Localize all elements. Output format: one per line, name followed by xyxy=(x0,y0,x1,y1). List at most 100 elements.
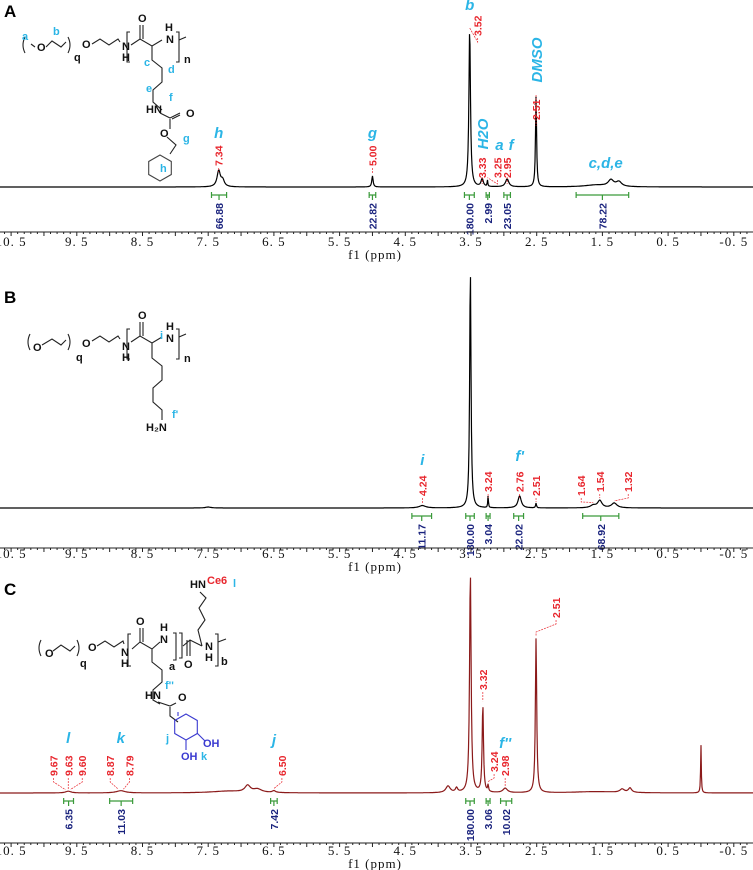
structure-label: O xyxy=(82,39,91,51)
structure-label: N xyxy=(160,634,168,646)
x-tick-label: 4. 5 xyxy=(394,546,418,561)
peak-label: 9.63 xyxy=(63,755,75,776)
structure-label: a xyxy=(22,31,29,43)
integral-bar xyxy=(210,192,228,200)
benzene-ring xyxy=(148,154,172,182)
integral-value: 180.00 xyxy=(464,203,476,235)
x-tick-label: -0. 5 xyxy=(719,843,748,858)
structure-label: O xyxy=(45,648,54,660)
structure-label: OH xyxy=(203,738,220,750)
catechol-bonds xyxy=(177,712,206,750)
integral-value: 11.17 xyxy=(417,524,429,550)
integral-bar xyxy=(368,192,377,200)
peak-label-leader xyxy=(123,778,130,790)
x-tick-label: -0. 5 xyxy=(719,234,748,249)
x-tick-label: 7. 5 xyxy=(196,234,220,249)
integral-bar xyxy=(503,192,512,200)
structure-label: HN xyxy=(145,690,161,702)
structure-label: H xyxy=(205,652,213,664)
spectrum-line xyxy=(0,277,753,509)
structure-label: n xyxy=(184,353,191,365)
peak-assignment-label: j xyxy=(270,732,277,749)
integral-bar xyxy=(109,798,134,806)
structure-label: b xyxy=(221,656,228,668)
peak-label: 1.54 xyxy=(595,471,607,492)
structure-label: O xyxy=(160,128,169,140)
peak-label: 3.24 xyxy=(483,471,495,492)
x-tick-label: 2. 5 xyxy=(525,546,549,561)
structure-label: O xyxy=(138,310,147,322)
x-tick-label: 6. 5 xyxy=(262,546,286,561)
peak-assignment-label: f' xyxy=(515,448,524,465)
peak-label: 3.33 xyxy=(477,157,489,178)
structure-label: H xyxy=(166,321,174,333)
x-axis: 10. 59. 58. 57. 56. 55. 54. 53. 52. 51. … xyxy=(0,231,753,262)
x-axis-title: f1 (ppm) xyxy=(348,559,402,574)
peak-label-leader xyxy=(273,778,283,789)
peak-assignment-label: H2O xyxy=(475,118,492,149)
x-tick-label: 9. 5 xyxy=(65,234,89,249)
peak-label: 2.51 xyxy=(551,597,563,618)
peak-assignment-label: c,d,e xyxy=(589,155,623,172)
structure-label: f xyxy=(169,92,173,104)
x-tick-label: 5. 5 xyxy=(328,234,352,249)
structure-label: N xyxy=(205,641,213,653)
peak-label: 3.24 xyxy=(489,751,501,772)
structure-label: q xyxy=(76,352,83,364)
peak-label: 2.76 xyxy=(515,471,527,492)
peak-assignment-label: h xyxy=(214,125,223,142)
x-tick-label: 8. 5 xyxy=(131,546,155,561)
integral-bar xyxy=(582,513,620,521)
panel-letter: C xyxy=(4,580,16,599)
x-tick-label: 0. 5 xyxy=(656,546,680,561)
x-tick-label: 1. 5 xyxy=(591,546,615,561)
x-tick-label: 3. 5 xyxy=(459,843,483,858)
x-tick-label: 8. 5 xyxy=(131,234,155,249)
integral-bar xyxy=(485,798,491,806)
x-tick-label: 8. 5 xyxy=(131,843,155,858)
x-tick-label: 0. 5 xyxy=(656,843,680,858)
structure-label: O xyxy=(33,342,42,354)
structure-label: f'' xyxy=(165,680,174,692)
panel-letter: B xyxy=(4,288,16,307)
x-tick-label: 4. 5 xyxy=(394,234,418,249)
peak-label: 3.52 xyxy=(473,15,485,36)
integral-bar xyxy=(513,513,525,521)
structure-label: f' xyxy=(172,409,179,421)
integral-value: 68.92 xyxy=(596,524,608,550)
x-tick-label: 6. 5 xyxy=(262,234,286,249)
integral-bar xyxy=(270,798,278,806)
structure-label: N xyxy=(121,647,129,659)
x-tick-label: 2. 5 xyxy=(525,843,549,858)
structure-label: O xyxy=(186,108,195,120)
structure-label: l xyxy=(233,578,236,590)
peak-label: 3.25 xyxy=(492,157,504,178)
structure-label: c xyxy=(144,57,150,69)
integral-value: 23.05 xyxy=(502,203,514,229)
peak-label-leader xyxy=(487,774,495,782)
structure-label: O xyxy=(136,616,145,628)
peak-label: 5.00 xyxy=(367,145,379,166)
peak-label: 2.51 xyxy=(531,99,543,120)
peak-label-leader xyxy=(109,778,119,790)
integral-value: 66.88 xyxy=(214,203,226,229)
structure-label: O xyxy=(184,659,193,671)
integral-value: 180.00 xyxy=(465,809,477,841)
structure-label: O xyxy=(178,692,187,704)
structure-bonds xyxy=(22,25,187,155)
integral-bar xyxy=(485,192,490,200)
structure-label: e xyxy=(146,83,152,95)
integral-value: 3.04 xyxy=(483,524,495,545)
panel-letter: A xyxy=(4,2,16,21)
structure-bonds xyxy=(38,591,227,723)
structure-label: H₂N xyxy=(146,422,167,434)
structure-label: k xyxy=(201,751,208,763)
x-tick-label: 10. 5 xyxy=(0,546,27,561)
peak-assignment-label: f'' xyxy=(499,735,512,752)
structure-label: H xyxy=(160,622,168,634)
peak-label-leader xyxy=(53,778,66,791)
integral-value: 11.03 xyxy=(116,809,128,835)
